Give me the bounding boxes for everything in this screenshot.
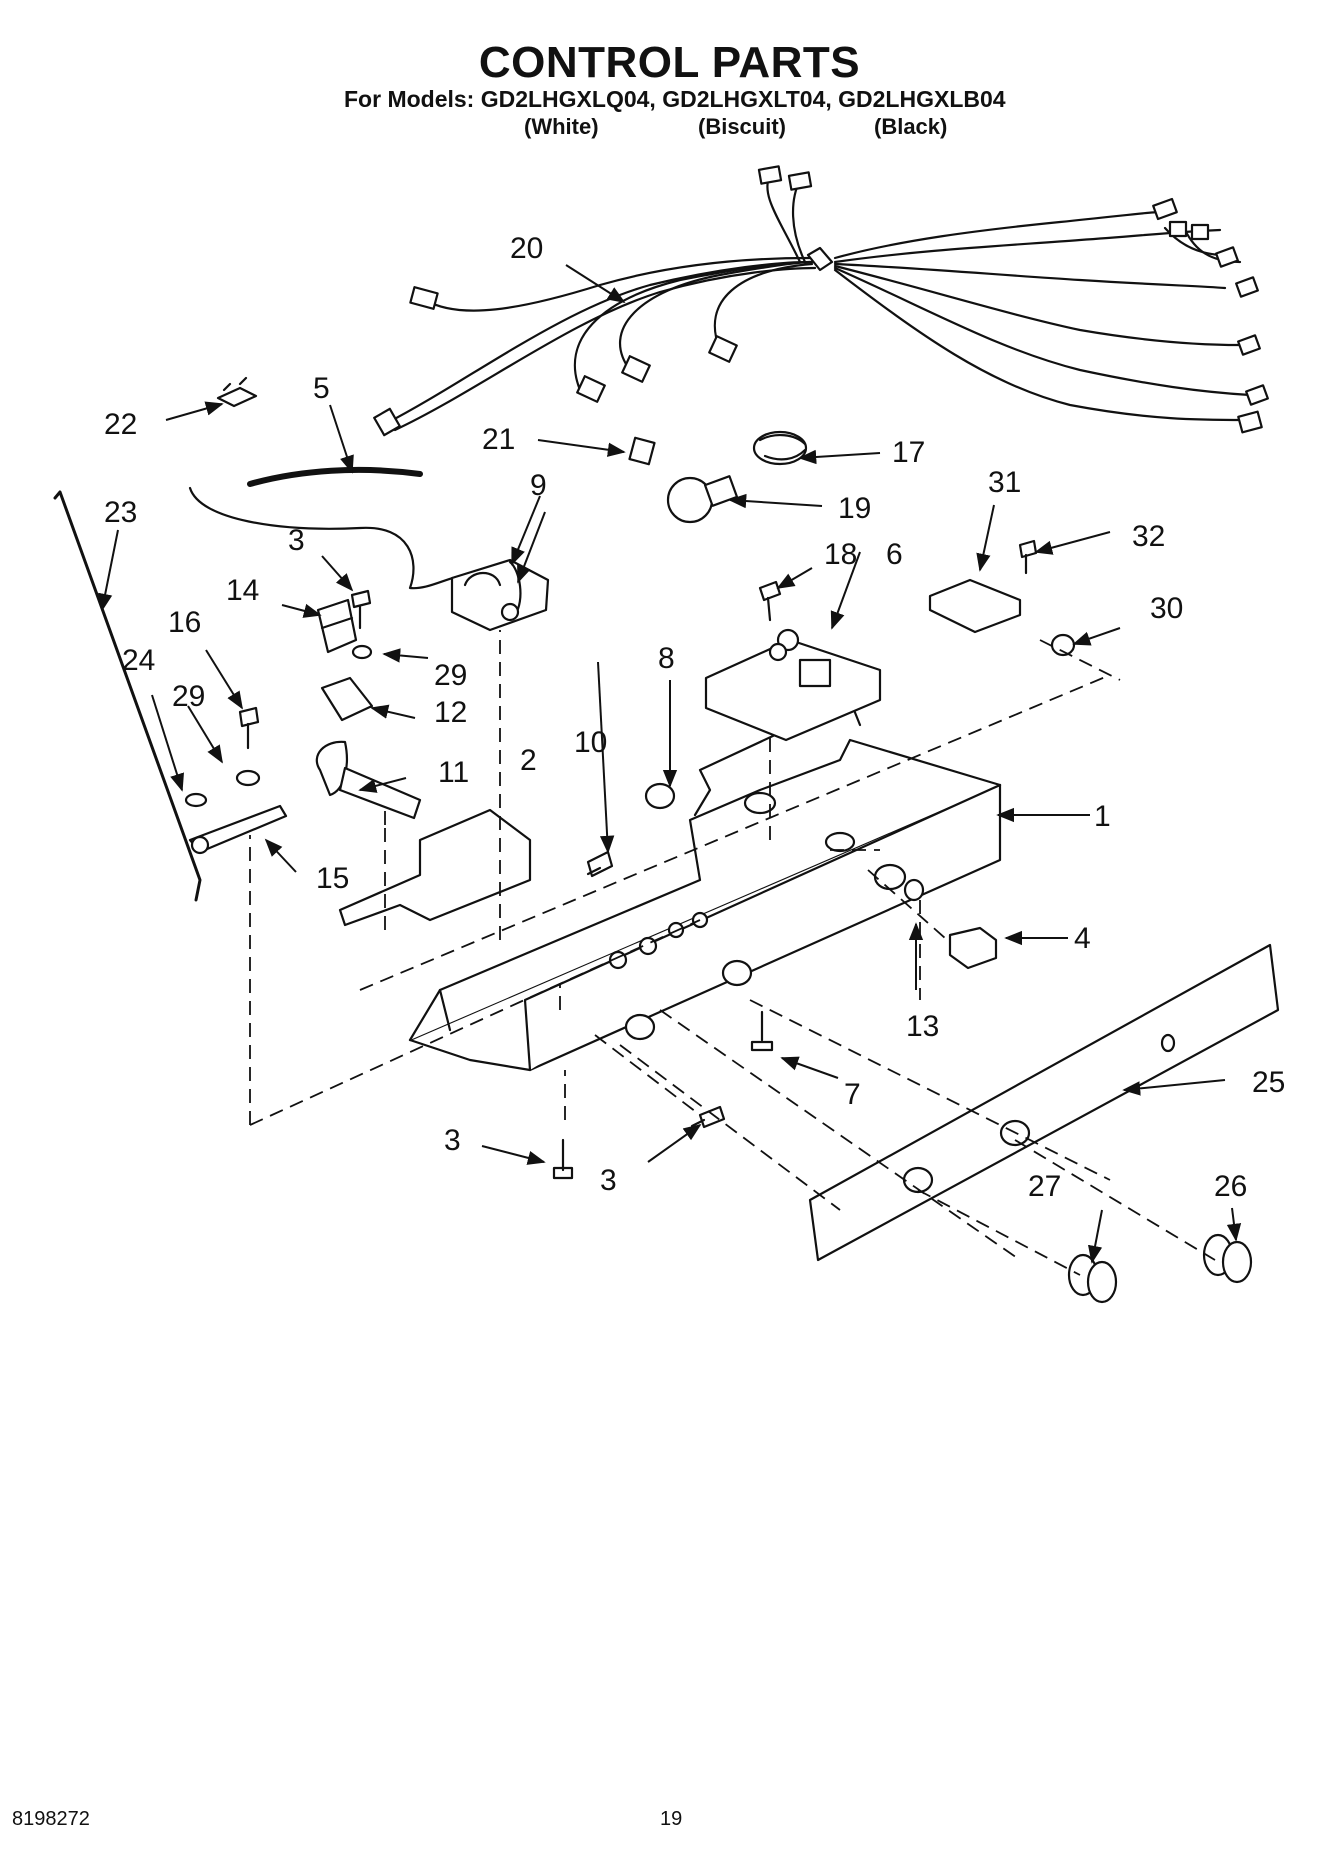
callout-6: 6 [886,538,903,571]
callout-3-bottom: 3 [600,1164,617,1197]
part-23-rod [53,490,202,902]
part-12-bracket [320,676,374,722]
callout-15: 15 [316,862,349,895]
callout-17: 17 [892,436,925,469]
callout-3-left: 3 [444,1124,461,1157]
callout-14: 14 [226,574,259,607]
callout-2: 2 [520,744,537,777]
variant-white: (White) [524,114,599,139]
part-2-bracket [338,808,532,927]
callout-8: 8 [658,642,675,675]
leader-arrows [98,264,1242,1264]
callout-32: 32 [1132,520,1165,553]
part-8-grommet [644,782,676,810]
part-22-clip [216,376,258,408]
part-7-screw [750,1010,774,1052]
callout-1: 1 [1094,800,1111,833]
part-11-shaft [315,740,422,820]
part-24-washer [184,792,208,808]
capillary-wire [188,486,472,590]
part-14-clip [316,598,358,654]
part-3-screw-right [690,1105,726,1129]
page-title: CONTROL PARTS [478,38,861,87]
callout-27: 27 [1028,1170,1061,1203]
part-29-washer [351,644,373,660]
document-number: 8198272 [12,1808,90,1830]
callout-10: 10 [574,726,607,759]
variant-biscuit: (Biscuit) [698,114,786,139]
callout-21: 21 [482,423,515,456]
part-29-washer-left [235,769,261,787]
callout-7: 7 [844,1078,861,1111]
callout-5: 5 [313,372,330,405]
part-1-control-housing [408,698,1002,1072]
part-16-screw [238,706,260,750]
callout-24: 24 [122,644,155,677]
part-13-button [903,878,925,902]
part-9-thermostat [450,558,550,632]
model-list: For Models: GD2LHGXLQ04, GD2LHGXLT04, GD… [344,86,1006,112]
part-3-screw-bottom [552,1138,574,1180]
part-31-board [928,578,1022,634]
part-6-control-board [704,628,882,742]
callout-20: 20 [510,232,543,265]
part-17-socket [752,430,808,466]
part-4-switch [948,926,998,970]
callout-12: 12 [434,696,467,729]
callout-18: 18 [824,538,857,571]
callout-23: 23 [104,496,137,529]
callout-4: 4 [1074,922,1091,955]
harness-connectors [373,165,1269,437]
assembly-lines [249,630,1216,1276]
callout-25: 25 [1252,1066,1285,1099]
callout-19: 19 [838,492,871,525]
callout-9: 9 [530,469,547,502]
callout-22: 22 [104,408,137,441]
callout-29: 29 [172,680,205,713]
part-5-tube [247,466,423,487]
callout-26: 26 [1214,1170,1247,1203]
callout-13: 13 [906,1010,939,1043]
callout-30: 30 [1150,592,1183,625]
callout-16: 16 [168,606,201,639]
part-18-screw [758,580,782,622]
part-32-screw [1018,539,1038,575]
variant-black: (Black) [874,114,948,139]
page-number: 19 [660,1808,683,1830]
wiring-harness [383,173,1252,432]
part-10-screw [586,850,614,878]
part-19-bulb [666,475,739,524]
callout-31: 31 [988,466,1021,499]
callout-29-upper: 29 [434,659,467,692]
callouts: 20 22 5 21 17 19 9 23 3 14 29 16 24 29 1… [104,232,1285,1203]
part-21-bracket [628,436,656,466]
callout-11: 11 [438,756,469,789]
callout-3-upper: 3 [288,524,305,557]
part-3-screw [350,589,372,630]
part-26-knob [1202,1233,1253,1284]
part-25-panel [808,943,1280,1262]
